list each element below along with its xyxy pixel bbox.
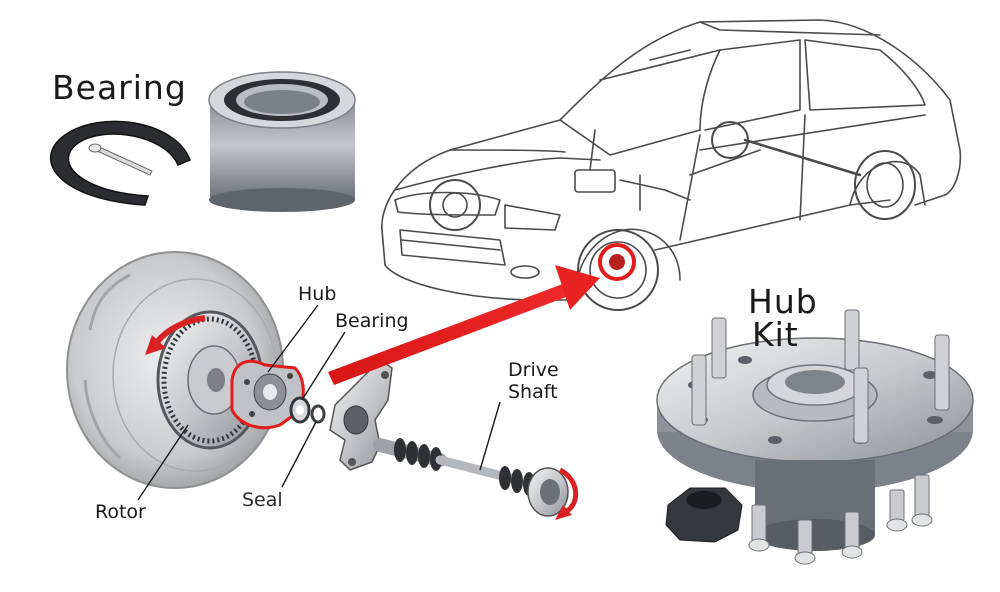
drive-shaft-label-line2: Shaft [508,381,558,403]
cotter-pin [88,143,153,176]
seal-ring [310,404,326,424]
retaining-ring [49,120,191,206]
hub-label: Hub [298,283,337,305]
bearing-title-label: Bearing [52,68,187,107]
car-front-hub-highlight [598,243,636,281]
rotor-label: Rotor [95,501,146,523]
hub-kit-label-line2: Kit [752,315,799,354]
leader-drive-shaft [479,401,501,471]
hub-kit-label-line1: Hub [748,282,818,321]
leader-hub [267,304,319,373]
rotation-arrow-shaft [558,467,579,515]
bearing-label: Bearing [335,310,409,332]
rotation-arrowhead-shaft [555,505,572,520]
bearing-part-image [208,71,356,212]
drive-shaft-label-line1: Drive [508,359,559,381]
seal-label: Seal [242,489,283,511]
drive-shaft [373,438,569,517]
leader-rotor [137,424,189,501]
leader-seal [281,421,317,488]
hub-kit-image [656,309,974,565]
hub-bearing [289,396,311,424]
hub-assembly [230,359,305,430]
pointer-arrow [328,265,600,385]
leader-bearing [301,331,346,401]
leader-lines [137,304,501,501]
car-illustration [381,19,962,311]
rotation-arrowhead-rotor [145,335,166,355]
